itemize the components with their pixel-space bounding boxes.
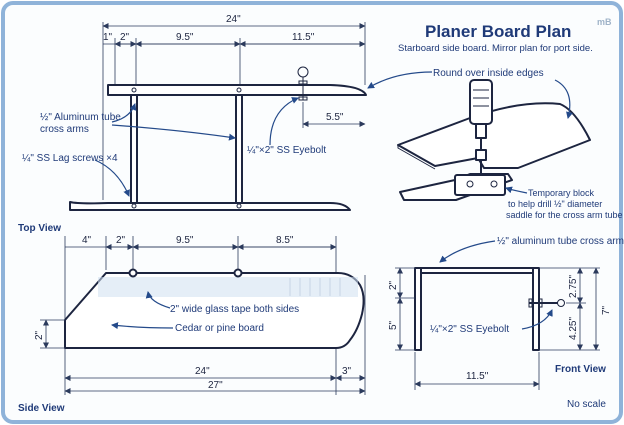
temp-block-label-line3: saddle for the cross arm tube: [506, 210, 623, 220]
top-dim-4: 11.5": [292, 32, 315, 43]
aluminum-tube-label-line1: ½" Aluminum tube: [40, 112, 121, 123]
tape-hatch: [289, 278, 341, 296]
lag-screw-1: [131, 87, 137, 93]
cross-arm-right: [235, 94, 243, 204]
lag-screws-label: ¼" SS Lag screws ×4: [22, 152, 118, 164]
front-dim-r275: 2.75": [568, 275, 579, 298]
page-title: Planer Board Plan: [425, 22, 571, 41]
front-dim-r425: 4.25": [568, 317, 579, 340]
no-scale-label: No scale: [567, 399, 606, 410]
page-subtitle: Starboard side board. Mirror plan for po…: [398, 43, 593, 54]
top-dim-2: 2": [120, 32, 130, 43]
eyebolt-front-label: ¼"×2" SS Eyebolt: [430, 323, 509, 335]
top-dim-3: 9.5": [176, 32, 194, 43]
round-over-label: Round over inside edges: [433, 68, 544, 79]
front-dim-h2: 2": [388, 280, 399, 290]
lag-screw-3: [131, 203, 137, 209]
drill-detail: Round over inside edges Temporary block …: [367, 68, 623, 220]
front-dim-r7: 7": [601, 305, 612, 315]
eyebolt-top: [297, 66, 309, 101]
aluminum-tube-label-line2: cross arms: [40, 124, 89, 135]
side-dim-bottom-24: 24": [195, 366, 210, 377]
cross-arm-front-label: ½" aluminum tube cross arm: [497, 236, 624, 247]
top-dim-eyebolt-offset: 5.5": [326, 112, 344, 123]
side-tube-hole-1: [128, 268, 138, 278]
glass-tape-label: 2" wide glass tape both sides: [170, 304, 299, 315]
glass-tape-band: [98, 277, 358, 297]
front-view-label: Front View: [555, 364, 606, 375]
cedar-label: Cedar or pine board: [175, 323, 264, 334]
side-dim-1: 4": [82, 235, 92, 246]
publisher-logo: mB: [597, 17, 612, 27]
detail-board: [397, 102, 591, 169]
front-board-left: [414, 267, 422, 351]
lag-screw-2: [236, 87, 242, 93]
lag-screw-4: [236, 203, 242, 209]
side-dim-4: 8.5": [276, 235, 294, 246]
bottom-board: [69, 201, 351, 211]
front-board-right: [532, 267, 540, 351]
temp-block-label-line2: to help drill ½" diameter: [508, 199, 602, 209]
side-dim-3: 9.5": [176, 235, 194, 246]
drill: [469, 79, 493, 176]
top-view-label: Top View: [18, 223, 61, 234]
side-dim-bottom-3: 3": [342, 366, 352, 377]
side-dim-overall: 27": [208, 380, 223, 391]
top-view: 24" 1" 2" 9.5" 11.5" 5.5": [18, 14, 367, 234]
cross-arm-left: [130, 94, 138, 204]
eyebolt-top-label: ¼"×2" SS Eyebolt: [247, 144, 326, 156]
top-dim-overall: 24": [226, 14, 241, 25]
side-dim-2: 2": [116, 235, 126, 246]
side-view: 4" 2" 9.5" 8.5" 2" 24" 3" 27" 2": [18, 235, 366, 414]
front-dim-h5: 5": [388, 320, 399, 330]
temp-block-label-line1: Temporary block: [528, 188, 595, 198]
side-dim-left-2: 2": [34, 330, 45, 340]
drill-saddle-block: [454, 174, 506, 196]
front-dim-width: 11.5": [466, 371, 489, 382]
side-view-label: Side View: [18, 403, 65, 414]
front-view: 2" 5" 2.75" 4.25" 7" 11.5" ½" aluminum t…: [388, 236, 624, 410]
side-tube-hole-2: [233, 268, 243, 278]
front-cross-arm: [420, 267, 534, 274]
top-dim-1: 1": [103, 32, 113, 43]
eyebolt-front: [528, 298, 565, 308]
